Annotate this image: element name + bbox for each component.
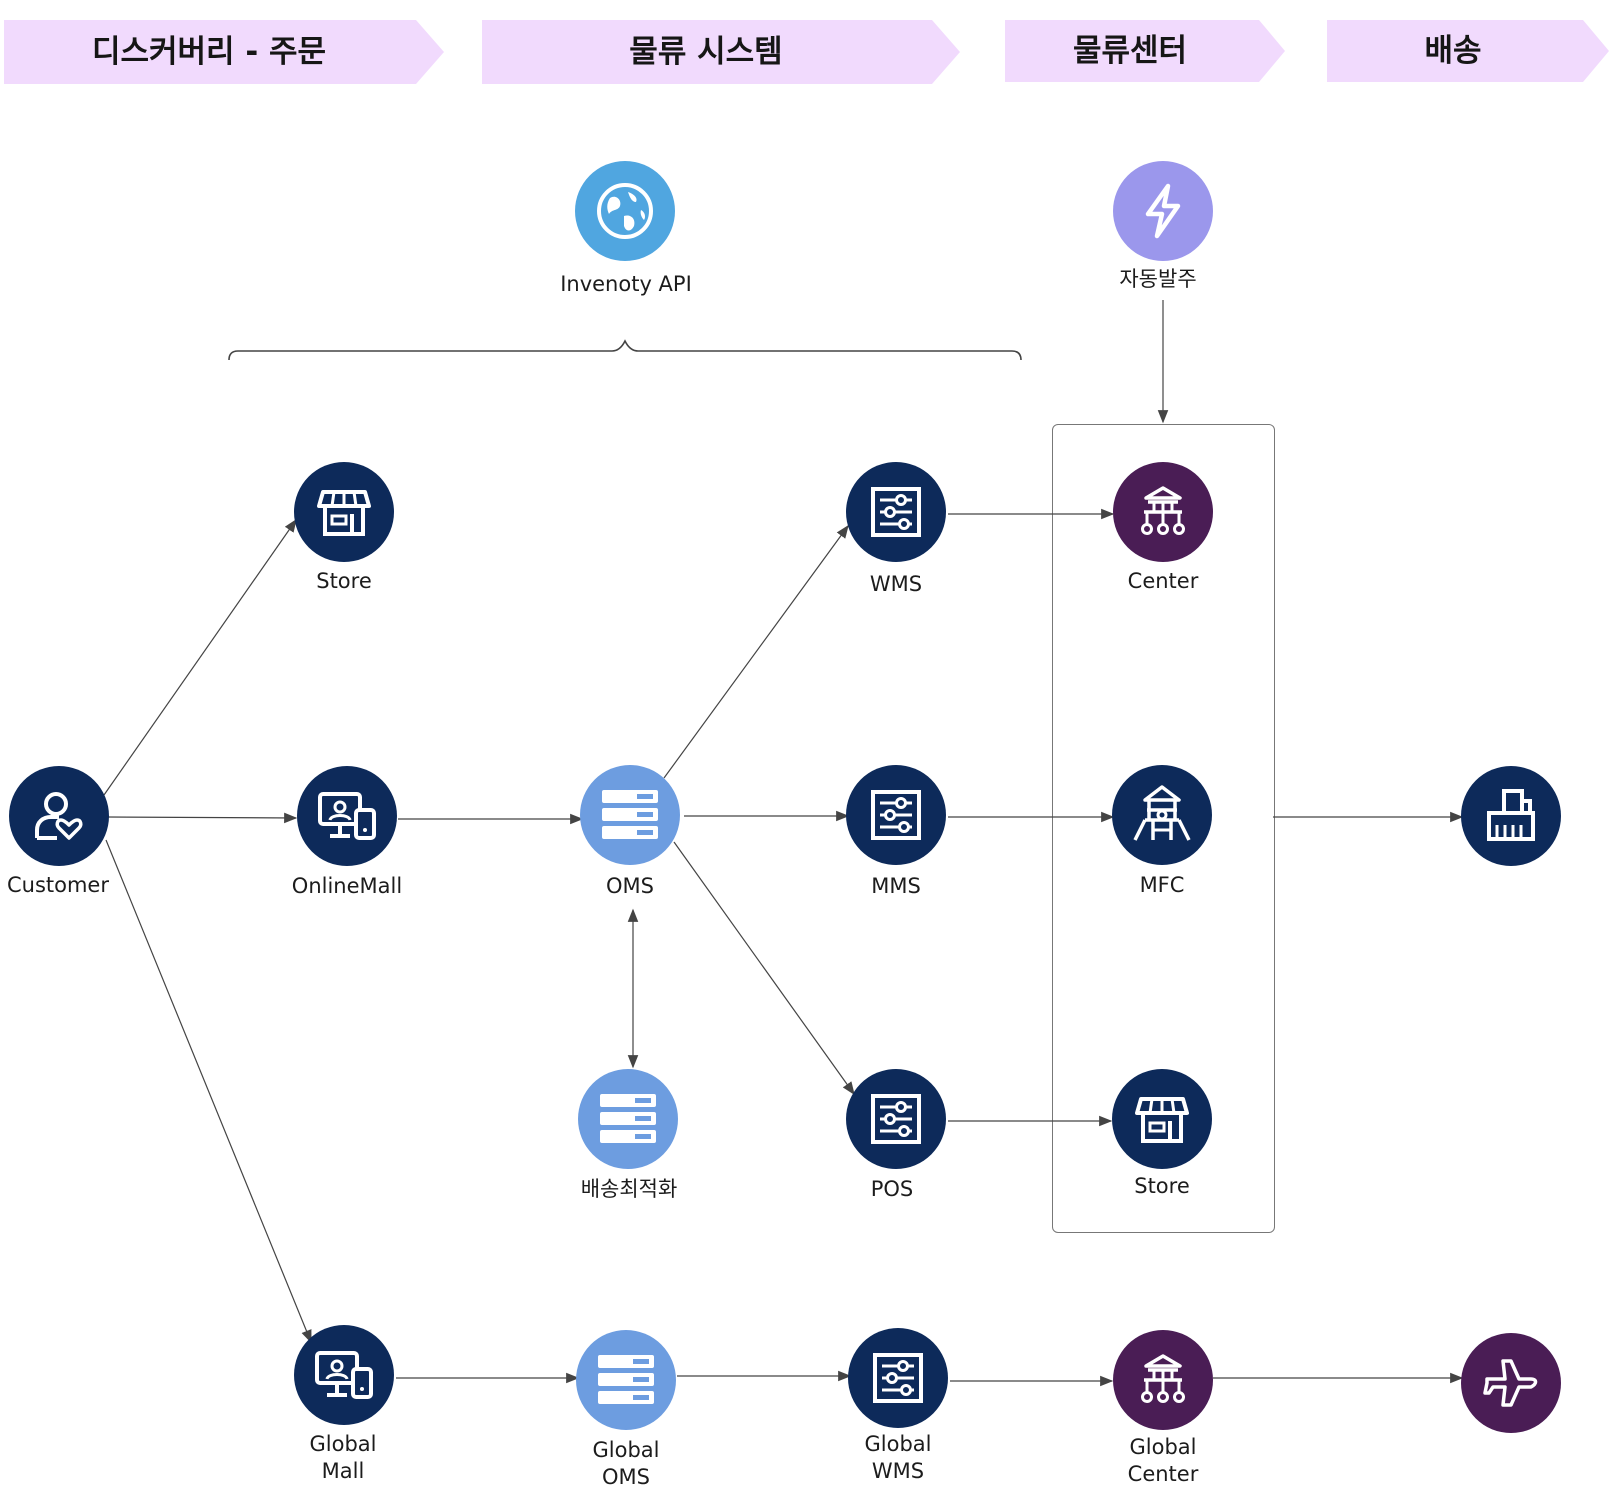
header-arrow-shape [482,20,960,84]
label-center: Center [1127,569,1199,593]
edge-customer-onlinemall [107,812,298,824]
label-wms: WMS [869,572,923,596]
brace-bracket [228,339,1022,361]
header-label: 물류 시스템 [629,34,783,70]
network-hub-icon [1141,486,1185,535]
header-logistics-center: 물류센터 [1005,20,1285,84]
monitor-phone-icon [315,1351,373,1399]
node-store-center [1112,1069,1212,1169]
label-mfc: MFC [1139,873,1185,897]
edge-oms-wms [663,524,849,779]
control-panel-icon [871,790,921,840]
header-discovery: 디스커버리 - 주문 [4,20,444,84]
node-mfc [1112,765,1212,865]
control-panel-icon [871,1094,921,1144]
logistics-center-group [1052,424,1275,1233]
label-online-mall: OnlineMall [291,874,403,898]
edge-oms-pos [673,841,855,1096]
header-arrow-shape [1327,20,1609,82]
node-oms [580,765,680,865]
label-global-wms: Global WMS [864,1432,932,1483]
node-delivery-building [1461,766,1561,866]
label-store: Store [316,569,372,593]
lightning-icon [1145,183,1181,239]
storefront-icon [317,490,371,536]
globe-icon [597,183,653,239]
node-pos [846,1069,946,1169]
node-delivery-plane [1461,1333,1561,1433]
control-panel-icon [871,487,921,537]
label-mms: MMS [871,874,921,898]
header-logistics-system: 물류 시스템 [482,20,960,84]
label-customer: Customer [6,873,109,897]
airplane-icon [1483,1359,1538,1407]
server-icon [602,790,658,839]
tower-icon [1133,785,1191,841]
label-global-center: Global Center [1127,1435,1199,1486]
node-center [1113,462,1213,562]
monitor-phone-icon [318,792,376,840]
label-oms: OMS [606,874,654,898]
header-arrow-shape [1005,20,1285,82]
storefront-icon [1135,1097,1189,1143]
header-label: 물류센터 [1072,33,1188,69]
label-global-mall: Global Mall [309,1432,377,1483]
control-panel-icon [873,1353,923,1403]
node-online-mall [297,766,397,866]
node-wms [846,462,946,562]
header-label: 디스커버리 - 주문 [91,34,327,70]
label-delivery-optimization: 배송최적화 [580,1177,678,1201]
node-mms [846,765,946,865]
header-arrow-shape [4,20,444,84]
header-delivery: 배송 [1327,20,1609,84]
node-global-mall [294,1325,394,1425]
user-heart-icon [35,792,83,840]
label-pos: POS [870,1177,914,1201]
node-auto-order [1113,161,1213,261]
header-label: 배송 [1424,33,1482,69]
network-hub-icon [1141,1354,1185,1403]
node-global-center [1113,1330,1213,1430]
server-icon [600,1094,656,1143]
node-customer [9,766,109,866]
label-inventory-api: Invenoty API [560,272,692,296]
node-delivery-optimization [578,1069,678,1169]
edge-customer-globalmall [105,839,312,1344]
server-icon [598,1355,654,1404]
label-auto-order: 자동발주 [1119,267,1197,291]
edge-customer-store [103,518,297,796]
node-global-oms [576,1330,676,1430]
label-global-oms: Global OMS [592,1438,660,1489]
node-global-wms [848,1328,948,1428]
node-inventory-api [575,161,675,261]
label-store-center: Store [1134,1174,1190,1198]
node-store [294,462,394,562]
building-icon [1487,789,1535,841]
